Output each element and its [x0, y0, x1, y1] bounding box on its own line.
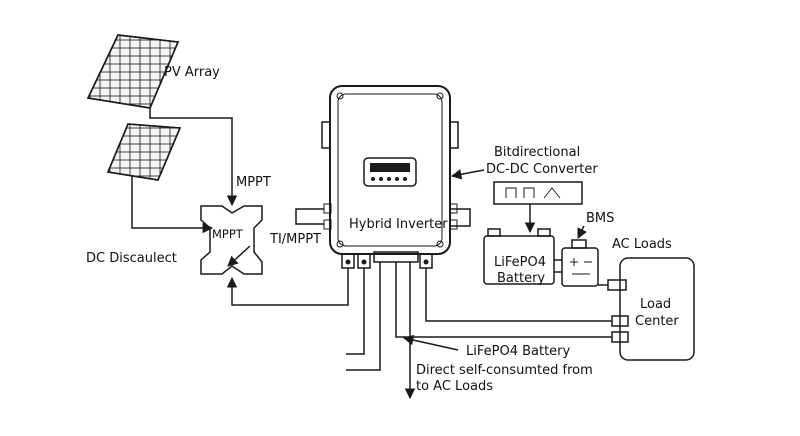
inverter-to-load-wire-1 — [425, 268, 612, 322]
inverter-to-load-wire-2 — [395, 262, 612, 338]
bms-pointer — [577, 225, 587, 239]
pv-array-label: PV Array — [164, 65, 220, 80]
direct-consumption-label-line2: to AC Loads — [416, 379, 493, 394]
lower-wire-2 — [346, 262, 381, 371]
hybrid-inverter-label: Hybrid Inverter — [349, 217, 448, 232]
mppt-label: MPPT — [236, 175, 271, 190]
ac-loads-label: AC Loads — [612, 237, 672, 252]
pv-panel-bottom — [106, 123, 182, 181]
converter-pointer — [450, 169, 485, 180]
converter-label-line2: DC-DC Converter — [486, 162, 598, 177]
load-center-label-line2: Center — [635, 314, 679, 329]
mppt-block — [200, 205, 263, 275]
battery-label-line1: LiFePO4 — [494, 255, 546, 270]
hybrid-inverter — [321, 85, 459, 269]
pv-bottom-wire — [131, 176, 214, 234]
battery-bms-link — [554, 259, 562, 273]
load-center-label-line1: Load — [640, 297, 671, 312]
mppt-box-label: MPPT — [212, 227, 244, 241]
left-input-wire — [295, 208, 324, 225]
direct-consumption-label-line1: Direct self-consumted from — [416, 363, 593, 378]
mppt-return-wire — [226, 268, 349, 306]
lower-wire-1 — [346, 268, 365, 355]
bms-label: BMS — [586, 211, 614, 226]
inverter-to-converter-wire — [450, 208, 471, 227]
dc-dc-converter — [493, 181, 583, 205]
converter-label-line1: Bitdirectional — [494, 145, 580, 160]
lifepo4-battery-label: LiFePO4 Battery — [466, 344, 571, 359]
dc-disconnect-label: DC Discaulect — [86, 251, 177, 266]
pv-top-wire — [149, 108, 238, 207]
battery-label-line2: Battery — [497, 271, 545, 286]
lifepo4-battery-pointer — [402, 334, 459, 351]
bms-unit — [561, 239, 599, 287]
ti-mppt-label: TI/MPPT — [269, 232, 321, 247]
